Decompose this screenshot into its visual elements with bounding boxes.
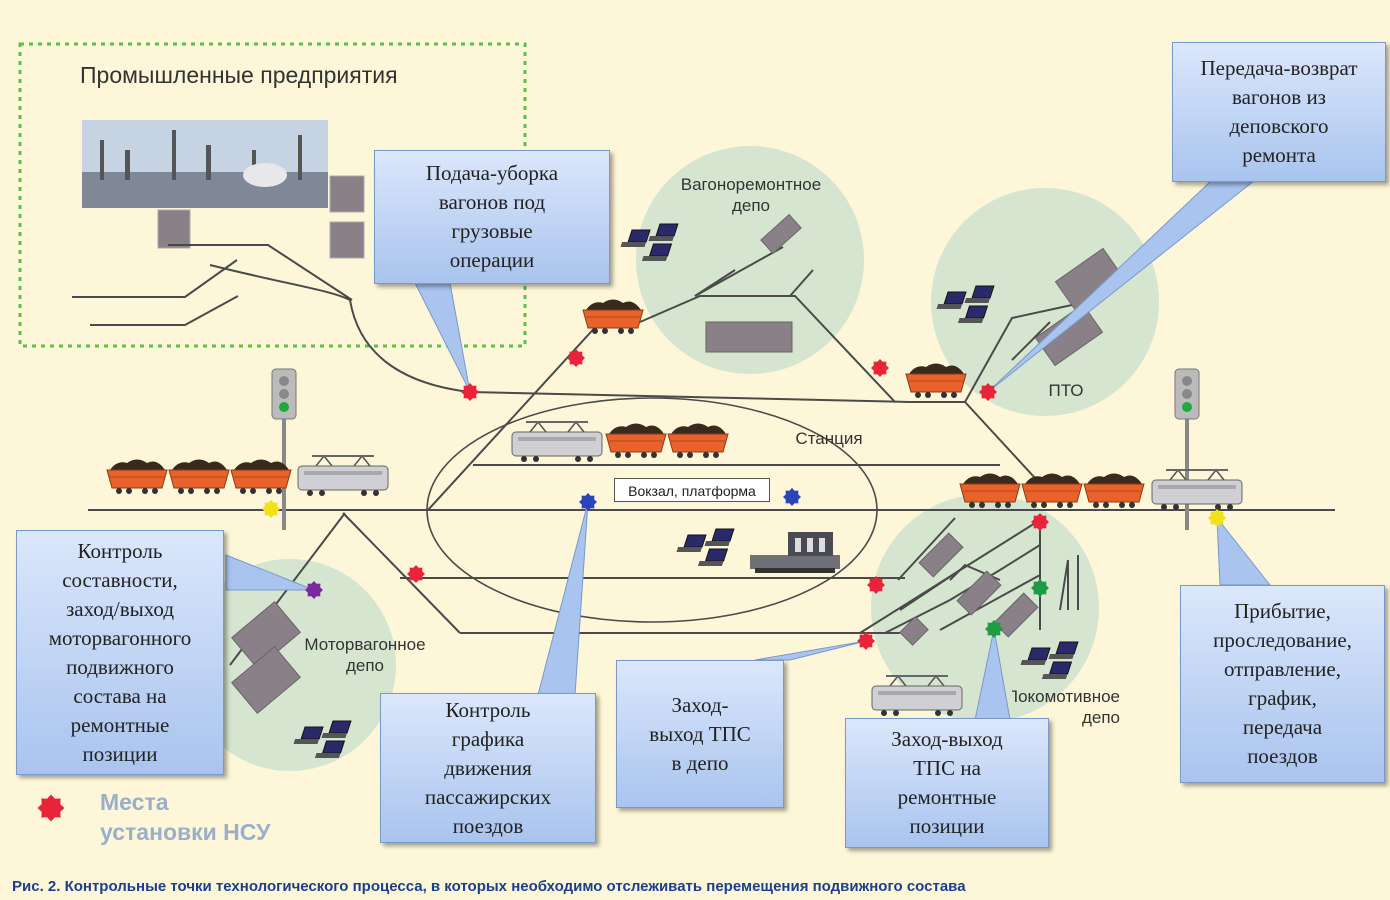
sensor-star-red [1031,513,1049,531]
freight-wagon [106,459,168,495]
station-label: Станция [795,429,863,448]
callout-arrival: Прибытие, проследование, отправление, гр… [1180,585,1385,783]
depot-building [760,213,802,255]
factory-building [329,221,365,259]
sensor-star-red [867,576,885,594]
wagon-depot-circle [636,146,864,374]
freight-wagon [1083,473,1145,509]
sensor-star-yellow [1208,509,1226,527]
callout-schedule-control: Контроль графика движения пассажирских п… [380,693,596,843]
sensor-star-green [1031,579,1049,597]
pto-building [1034,303,1104,367]
motor-depot-building [230,645,302,715]
sensor-star-red [407,565,425,583]
industry-title: Промышленные предприятия [80,62,398,88]
loco-building [918,532,964,578]
loco-building [956,570,1002,616]
sensor-star-blue [783,488,801,506]
callout-tps-repair: Заход-выход ТПС на ремонтные позиции [845,718,1049,848]
figure-caption: Рис. 2. Контрольные точки технологическо… [12,878,966,895]
locomotive-icon [511,420,603,463]
callout-supply-removal: Подача-уборка вагонов под грузовые опера… [374,150,610,284]
locomotive-icon [297,454,389,497]
locomotive-icon [1151,468,1243,511]
freight-wagon [905,363,967,399]
vokzal-platform-label: Вокзал, платформа [614,478,770,502]
legend-label: Места установки НСУ [100,789,271,845]
factory-photo [82,120,328,208]
sensor-star-red [461,383,479,401]
station-building [750,532,840,573]
sensor-star-blue [579,493,597,511]
loco-depot-label: Локомотивное депо [1006,687,1120,727]
freight-wagon [605,423,667,459]
freight-wagon [1021,473,1083,509]
factory-building [157,209,191,249]
sensor-star-purple [305,581,323,599]
freight-wagon [582,299,644,335]
motor-depot-building [230,600,302,670]
pto-label: ПТО [1048,381,1084,400]
laptop-icon [671,528,735,567]
sensor-star-red [979,383,997,401]
sensor-star-red [871,359,889,377]
industry-zone [18,42,527,348]
loco-building [899,616,929,646]
callout-tps-depot: Заход- выход ТПС в депо [616,660,784,808]
sensor-star-green [985,620,1003,638]
freight-wagon [168,459,230,495]
callout-composition-control: Контроль составности, заход/выход моторв… [16,530,224,775]
motor-depot-label: Моторвагонное депо [304,635,426,675]
wagon-depot-label: Вагоноремонтное депо [680,175,822,215]
depot-building [705,321,793,353]
legend-star-icon [37,794,65,822]
factory-building [329,175,365,213]
callout-transfer-return: Передача-возврат вагонов из деповского р… [1172,42,1386,182]
sensor-star-red [857,632,875,650]
sensor-star-yellow [262,500,280,518]
sensor-star-red [567,349,585,367]
freight-wagon [667,423,729,459]
callout-pointers [225,179,1272,721]
